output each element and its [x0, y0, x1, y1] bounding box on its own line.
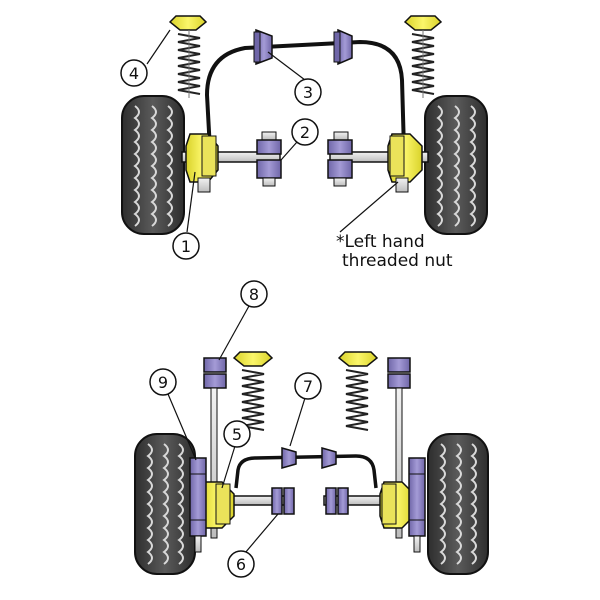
rear-left-trailing-bush: [189, 457, 207, 553]
callout-6: 6: [227, 550, 255, 578]
front-right-hub-bush: [387, 133, 423, 193]
rear-left-hub-bush: [199, 481, 235, 529]
front-arb-bush-left: [253, 28, 273, 66]
svg-text:2: 2: [300, 123, 310, 142]
rear-left-tyre: [134, 433, 196, 575]
front-left-hub-bush: [185, 133, 219, 193]
front-left-spring: [177, 30, 201, 98]
rear-left-link: [203, 357, 227, 539]
front-left-tyre: [121, 95, 185, 235]
rear-right-tyre: [427, 433, 489, 575]
rear-left-inner-bush: [271, 487, 295, 515]
callout-1: 1: [172, 232, 200, 260]
rear-left-spring: [241, 369, 265, 431]
callout-4: 4: [120, 59, 148, 87]
note-line-2: threaded nut: [342, 251, 453, 271]
front-right-tyre: [424, 95, 488, 235]
rear-right-trailing-bush: [408, 457, 426, 553]
callout-7: 7: [294, 372, 322, 400]
rear-arb-bush-right: [321, 447, 337, 469]
rear-arb-bush-left: [281, 447, 297, 469]
front-anti-roll-bar: [204, 39, 406, 151]
front-left-inner-bush: [256, 131, 282, 187]
rear-right-link: [387, 357, 411, 539]
svg-text:4: 4: [129, 64, 139, 83]
callout-8: 8: [240, 280, 268, 308]
callout-3: 3: [294, 78, 322, 106]
front-right-spring: [411, 30, 435, 98]
rear-left-top-mount: [232, 351, 274, 367]
front-suspension: [121, 15, 488, 235]
callout-2: 2: [291, 118, 319, 146]
rear-anti-roll-bar: [234, 454, 378, 489]
rear-right-inner-bush: [325, 487, 349, 515]
front-right-lower-arm: [329, 151, 429, 163]
svg-text:1: 1: [181, 237, 191, 256]
svg-text:6: 6: [236, 555, 246, 574]
svg-text:8: 8: [249, 285, 259, 304]
svg-text:9: 9: [158, 373, 168, 392]
note-line-1: *Left hand: [336, 232, 425, 252]
front-right-top-mount: [403, 15, 443, 31]
svg-text:3: 3: [303, 83, 313, 102]
svg-text:7: 7: [303, 377, 313, 396]
front-left-lower-arm: [181, 151, 281, 163]
front-arb-bush-right: [333, 28, 353, 66]
front-left-top-mount: [168, 15, 208, 31]
callout-5: 5: [223, 420, 251, 448]
rear-right-top-mount: [337, 351, 379, 367]
left-hand-thread-note: *Left hand threaded nut: [336, 232, 453, 271]
front-right-inner-bush: [327, 131, 353, 187]
callout-9: 9: [149, 368, 177, 396]
svg-text:5: 5: [232, 425, 242, 444]
rear-right-hub-bush: [379, 481, 415, 529]
leader-lines: [146, 29, 399, 554]
rear-suspension: [134, 351, 489, 575]
rear-right-spring: [345, 369, 369, 431]
